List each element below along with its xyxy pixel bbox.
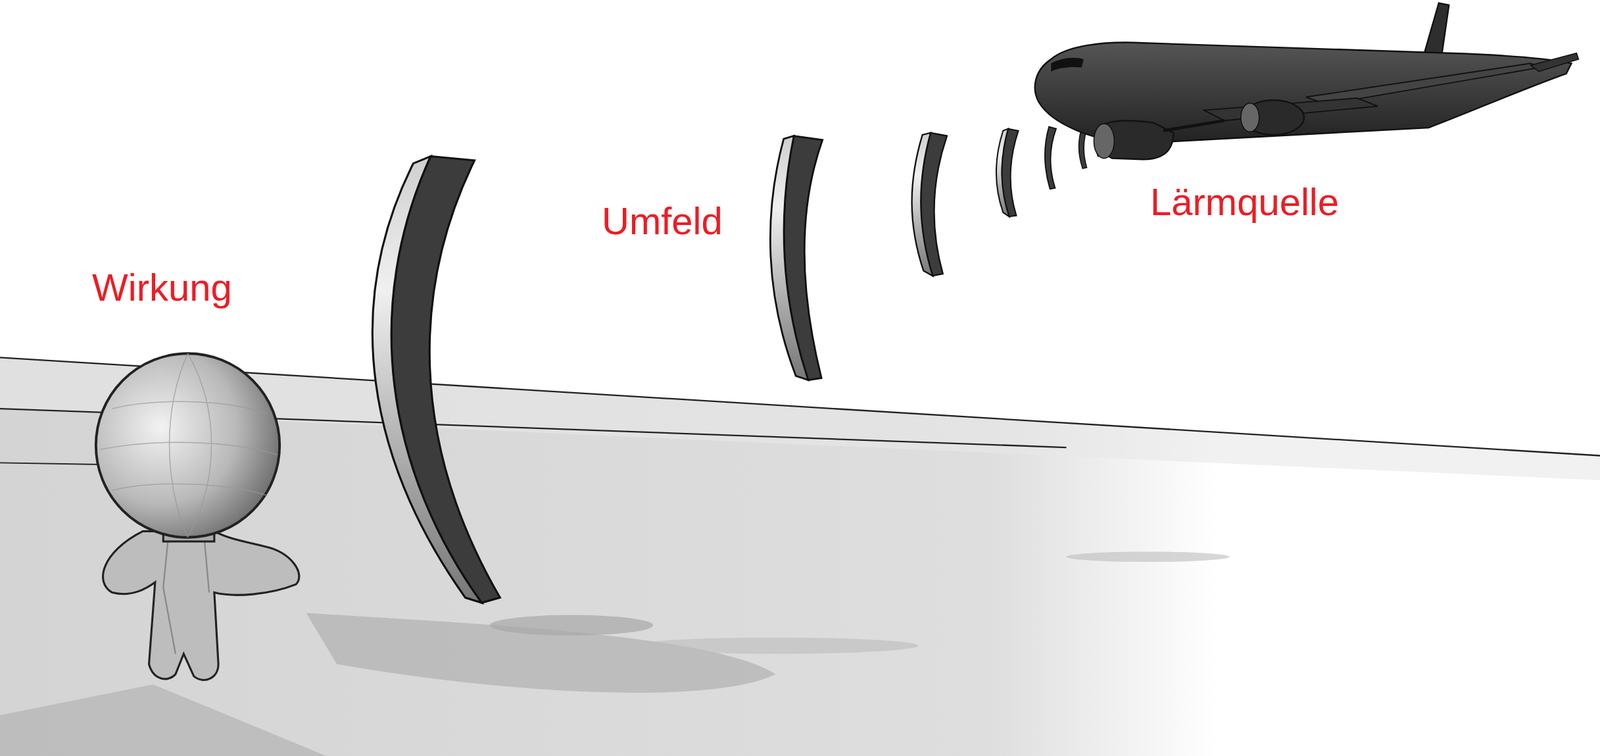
sound-wave <box>391 156 500 604</box>
sound-wave <box>770 136 809 381</box>
body-facets <box>163 535 210 654</box>
plane-shadow <box>1066 551 1230 562</box>
part-label: Lärmquelle <box>1150 182 1339 221</box>
sound-wave <box>1044 126 1057 190</box>
head-facets <box>99 353 278 537</box>
sound-wave <box>912 132 934 276</box>
sound-wave <box>372 156 482 604</box>
wave-shadow <box>632 637 919 654</box>
airplane <box>1035 3 1579 160</box>
person-head <box>96 353 280 537</box>
wave-shadow <box>305 612 776 693</box>
figure-shadow <box>0 683 327 756</box>
person-body <box>103 530 300 680</box>
part-label: Wirkung <box>92 268 233 307</box>
sound-wave <box>996 128 1010 218</box>
part-label: Umfeld <box>601 201 723 241</box>
wave-shadow <box>489 614 654 636</box>
